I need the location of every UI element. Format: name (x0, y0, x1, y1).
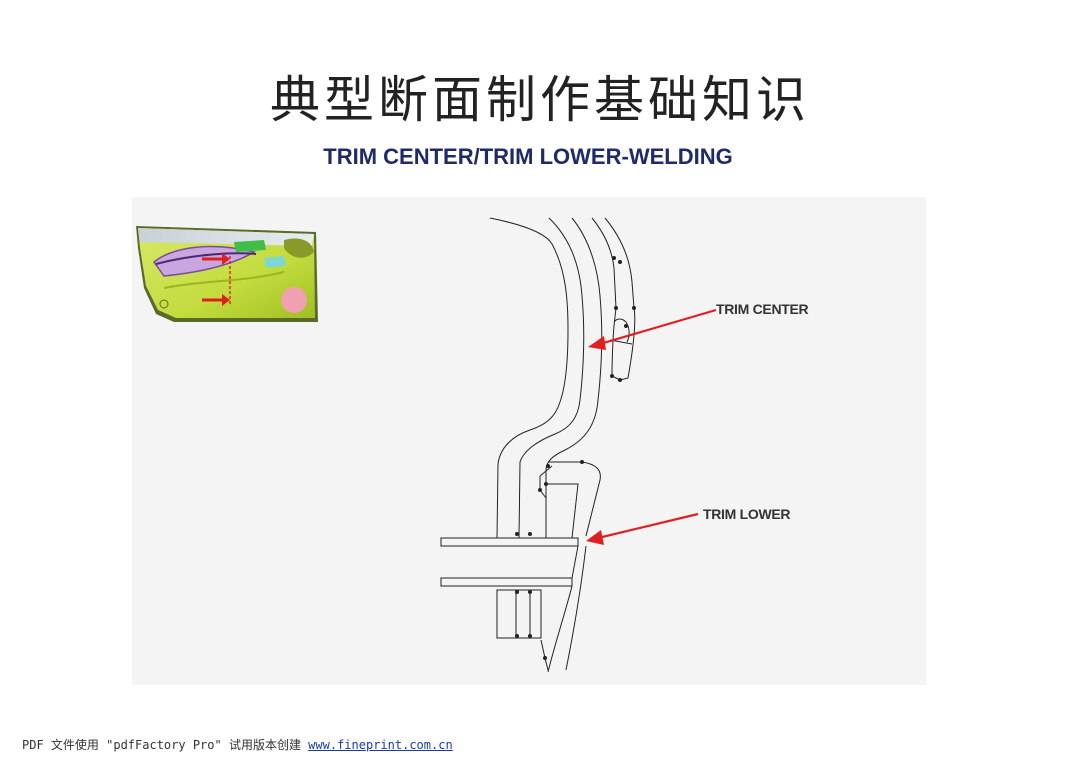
slide-subtitle: TRIM CENTER/TRIM LOWER-WELDING (323, 144, 733, 169)
pdf-watermark-footer: PDF 文件使用 "pdfFactory Pro" 试用版本创建 www.fin… (22, 736, 453, 753)
cross-section-drawing (440, 217, 717, 673)
trim-lower-label: TRIM LOWER (703, 506, 791, 522)
door-trim-thumbnail (136, 226, 318, 322)
slide-title: 典型断面制作基础知识 (270, 71, 810, 129)
trim-center-label: TRIM CENTER (716, 301, 809, 317)
footer-text: PDF 文件使用 "pdfFactory Pro" 试用版本创建 (22, 738, 309, 752)
arrow-icon (202, 253, 230, 265)
trim-center-arrow-icon (588, 308, 717, 350)
arrow-icon (202, 294, 230, 306)
footer-link[interactable]: www.fineprint.com.cn (308, 738, 453, 752)
trim-lower-arrow-icon (586, 512, 699, 545)
